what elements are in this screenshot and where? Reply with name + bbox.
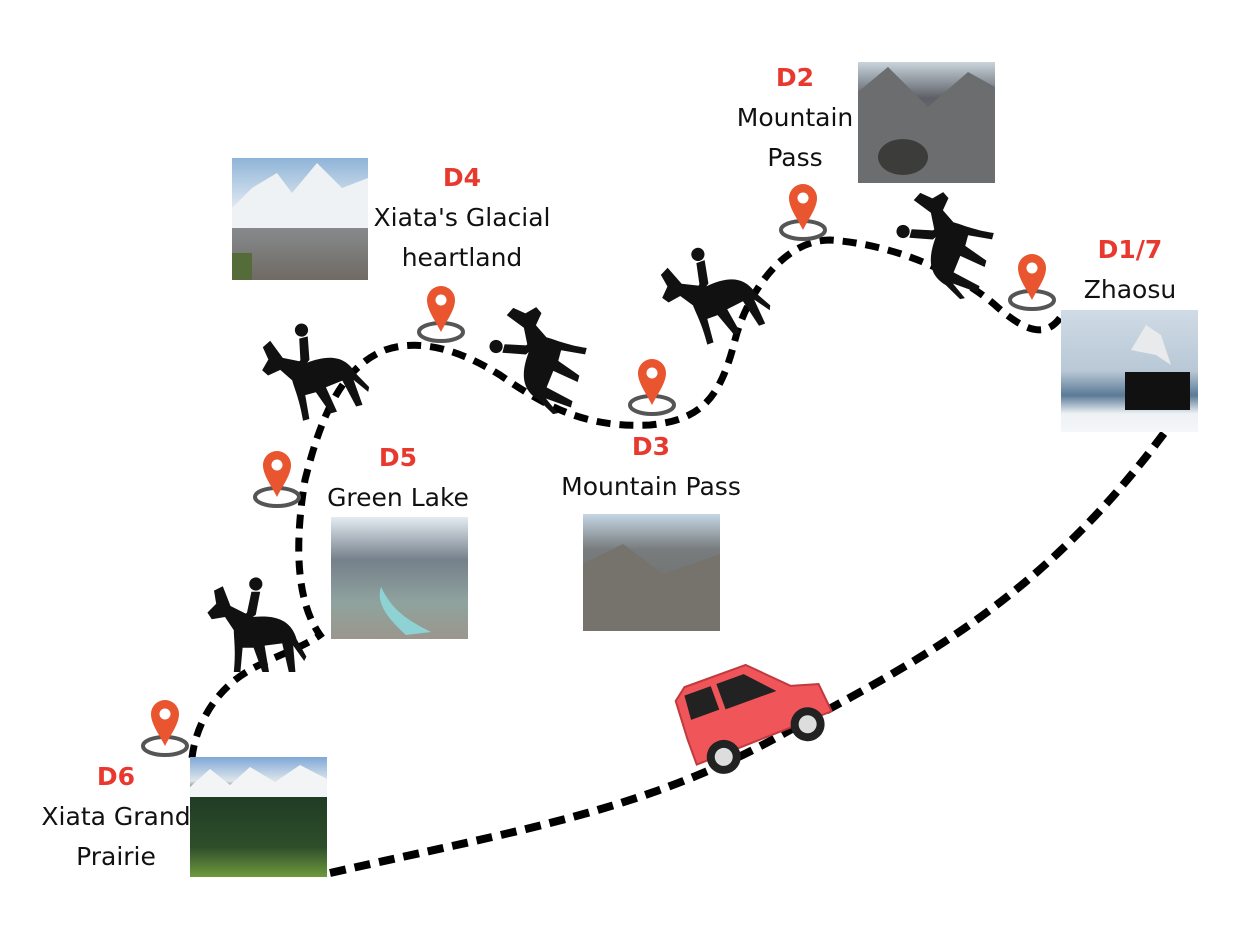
zhaosu-horse-statue-photo — [1061, 310, 1198, 432]
day-label: D1/7 — [1097, 235, 1163, 264]
location-pin-icon[interactable] — [779, 182, 827, 241]
glacier-photo — [232, 158, 368, 280]
location-pin-icon[interactable] — [417, 284, 465, 343]
stop-name: Mountain — [736, 103, 854, 132]
stop-name: Mountain Pass — [561, 472, 741, 501]
location-pin-icon[interactable] — [141, 698, 189, 757]
green-lake-photo — [331, 517, 468, 639]
day-label: D4 — [442, 163, 482, 192]
stop-name: Xiata Grand — [41, 802, 191, 831]
day-label: D3 — [631, 432, 671, 461]
day-label: D2 — [775, 63, 815, 92]
horse-rider-icon — [207, 577, 307, 672]
mountain-pass-horses-photo — [858, 62, 995, 183]
stop-name: Xiata's Glacial — [373, 203, 551, 232]
mountain-ridge-caravan-photo — [583, 514, 720, 631]
location-pin-icon[interactable] — [253, 449, 301, 508]
stop-name: Pass — [767, 143, 823, 172]
car-route — [329, 429, 1169, 877]
grand-prairie-photo — [190, 757, 327, 877]
stop-name: heartland — [401, 243, 523, 272]
car-icon — [674, 663, 834, 774]
day-label: D5 — [378, 443, 418, 472]
location-pin-icon[interactable] — [628, 357, 676, 416]
day-label: D6 — [96, 762, 136, 791]
stop-name: Zhaosu — [1083, 275, 1177, 304]
stop-name: Prairie — [76, 842, 156, 871]
stop-name: Green Lake — [327, 483, 469, 512]
horse-rider-icon — [883, 183, 1001, 304]
location-pin-icon[interactable] — [1008, 252, 1056, 311]
horse-trek-route — [188, 236, 1063, 759]
